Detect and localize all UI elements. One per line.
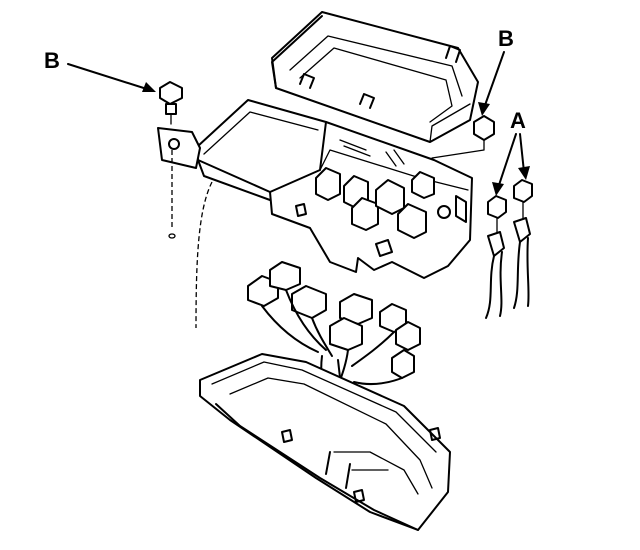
mounting-bolt-right <box>431 115 495 159</box>
terminal-nut-2 <box>513 179 533 223</box>
callout-b-left: B <box>44 48 156 92</box>
label-a: A <box>510 108 526 133</box>
relay-wiring-harness <box>247 261 421 409</box>
callout-b-right: B <box>478 26 514 116</box>
terminal-nut-1 <box>487 195 507 237</box>
battery-cable-2 <box>513 217 531 309</box>
callout-a: A <box>492 108 530 196</box>
lower-fuse-box-cover <box>199 353 451 531</box>
battery-cable-1 <box>485 231 505 319</box>
label-b-right: B <box>498 26 514 51</box>
fuse-relay-box <box>157 99 473 329</box>
label-b-left: B <box>44 48 60 73</box>
fuse-box-cover <box>271 11 479 143</box>
mounting-bolt-left <box>159 81 183 239</box>
